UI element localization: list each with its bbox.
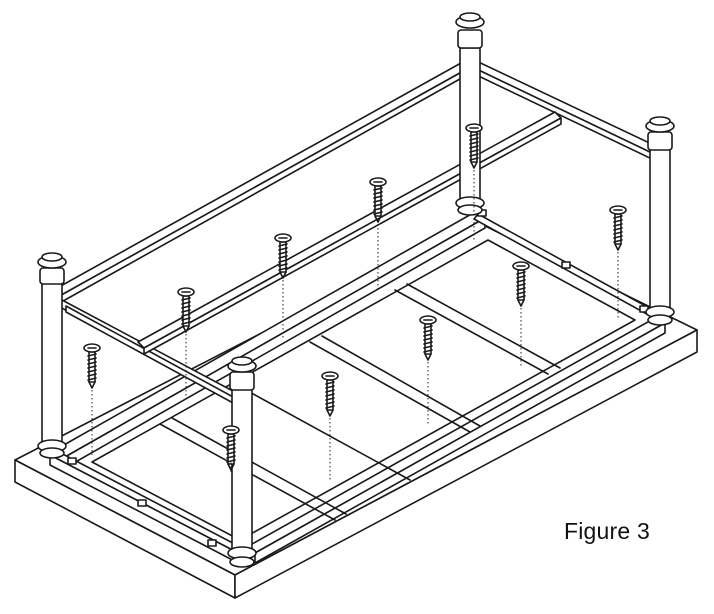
screw (321, 371, 339, 480)
apron-frame (49, 209, 666, 567)
tabletop (14, 221, 698, 599)
screw (369, 177, 387, 290)
screw (465, 123, 483, 240)
screws (83, 123, 627, 480)
screw (177, 287, 195, 400)
screw (83, 343, 101, 455)
leg-front-right (645, 116, 675, 326)
screw (609, 205, 627, 318)
screw (419, 315, 437, 425)
screw (274, 233, 292, 340)
leg-back-right (455, 12, 485, 216)
screw (222, 425, 240, 472)
figure-caption: Figure 3 (564, 518, 650, 544)
screw (512, 261, 530, 368)
stretcher-frame (49, 57, 661, 411)
leg-back-left (37, 252, 67, 459)
